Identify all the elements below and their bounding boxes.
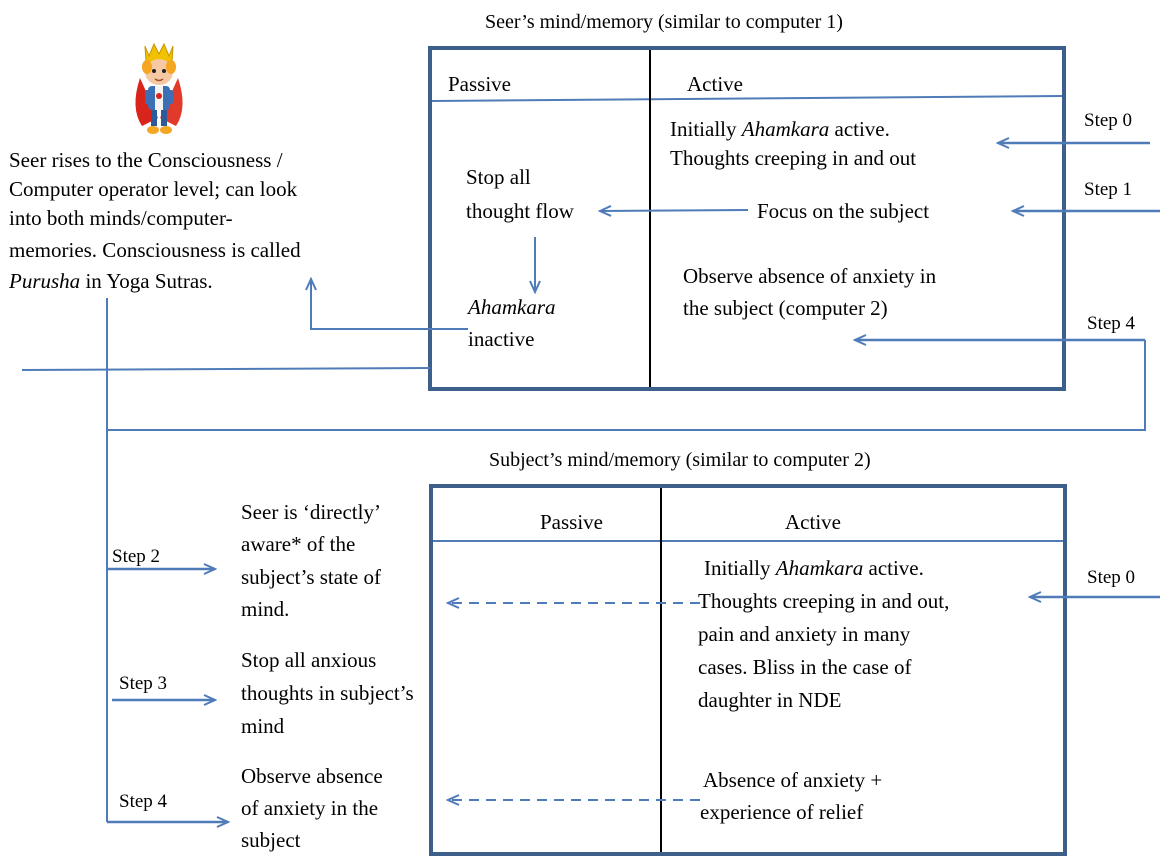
consciousness-line2: Computer operator level; can look: [9, 177, 298, 201]
subject-initially-line4: cases. Bliss in the case of: [698, 655, 912, 679]
focus-to-stop-arrow: [600, 210, 749, 211]
seer-col-active: Active: [687, 72, 743, 96]
subject-col-active: Active: [785, 510, 841, 534]
ahamkara-to-consciousness-arrow: [311, 279, 468, 330]
step2-text-line4: mind.: [241, 597, 290, 621]
left-connector-line: [21, 367, 431, 371]
step4-text-line3: subject: [241, 828, 301, 852]
step2-text-line2: aware* of the: [241, 532, 356, 556]
seer-col-passive: Passive: [448, 72, 511, 96]
consciousness-line5: Purusha in Yoga Sutras.: [9, 269, 213, 293]
step4-text-line2: of anxiety in the: [241, 796, 379, 820]
step2-text-line3: subject’s state of: [241, 565, 381, 589]
seer-observe-line1: Observe absence of anxiety in: [683, 264, 937, 288]
step3-text-line1: Stop all anxious: [241, 648, 377, 672]
step3-label: Step 3: [119, 673, 168, 694]
step0-label-seer: Step 0: [1084, 110, 1133, 131]
subject-absence-line1: Absence of anxiety +: [703, 768, 883, 792]
seer-header-divider: [431, 95, 1063, 102]
subject-initially-line1: Initially Ahamkara active.: [704, 556, 924, 580]
step0-label-subject: Step 0: [1087, 567, 1136, 588]
consciousness-line1: Seer rises to the Consciousness /: [9, 148, 283, 172]
step4-text-line1: Observe absence: [241, 764, 383, 788]
seer-stop-line1: Stop all: [466, 165, 531, 189]
seer-observe-line2: the subject (computer 2): [683, 296, 888, 320]
seer-mind-title: Seer’s mind/memory (similar to computer …: [485, 11, 843, 33]
seer-initially-line2: Thoughts creeping in and out: [670, 146, 917, 170]
step4-label-seer: Step 4: [1087, 313, 1136, 334]
seer-initially-line1: Initially Ahamkara active.: [670, 117, 890, 141]
king-character-icon: [135, 42, 183, 134]
step3-text-line2: thoughts in subject’s: [241, 681, 414, 705]
subject-absence-line2: experience of relief: [700, 800, 864, 824]
subject-mind-title: Subject’s mind/memory (similar to comput…: [489, 449, 871, 471]
seer-mind-box: [428, 46, 1066, 391]
subject-col-passive: Passive: [540, 510, 603, 534]
subject-mind-box: [429, 484, 1067, 856]
step1-label: Step 1: [1084, 179, 1133, 200]
subject-initially-line2: Thoughts creeping in and out,: [698, 589, 950, 613]
step2-text-line1: Seer is ‘directly’: [241, 500, 381, 524]
seer-focus-label: Focus on the subject: [757, 199, 930, 223]
subject-initially-line3: pain and anxiety in many: [698, 622, 911, 646]
seer-stop-line2: thought flow: [466, 199, 574, 223]
subject-initially-line5: daughter in NDE: [698, 688, 842, 712]
seer-ahamkara-rest: inactive: [468, 327, 535, 351]
step2-label: Step 2: [112, 546, 161, 567]
step4-return-loop: [107, 340, 1146, 431]
step4-label-subject: Step 4: [119, 791, 168, 812]
consciousness-line4: memories. Consciousness is called: [9, 238, 301, 262]
step3-text-line3: mind: [241, 714, 285, 738]
seer-ahamkara-term: Ahamkara: [468, 295, 556, 319]
consciousness-line3: into both minds/computer-: [9, 206, 233, 230]
